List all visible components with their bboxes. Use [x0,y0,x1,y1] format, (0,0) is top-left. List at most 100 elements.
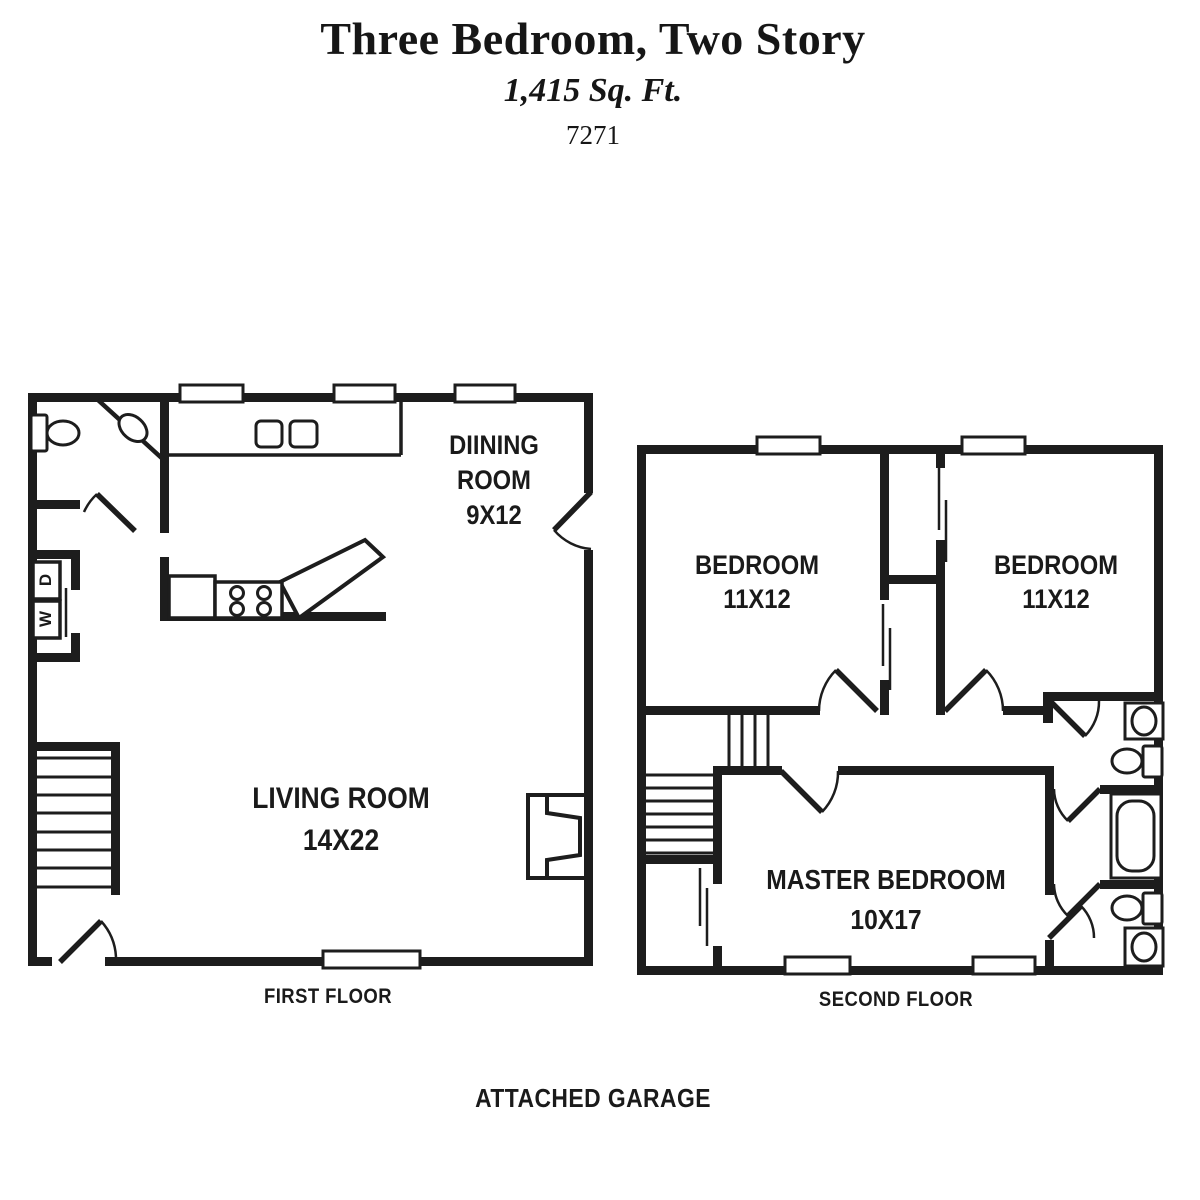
firebox-outline [545,795,582,878]
bedroom1-door-arc [817,669,837,712]
bathroom-door-arc [82,493,98,513]
master-bath-entry-arc [1080,905,1096,939]
sink-icon [117,413,149,443]
stove-icon [213,580,284,620]
washer-box [31,599,62,640]
fireplace-outline [526,793,590,880]
second-floor-doors [779,668,1102,940]
kitchen-island [167,537,387,621]
master-bathroom [1110,891,1165,968]
toilet-bowl-icon [1110,747,1144,775]
kitchen-counter [168,402,403,457]
window-icon [960,435,1027,456]
toilet-tank-icon [1141,744,1164,779]
toilet-tank-icon [1141,891,1164,926]
slider-line [937,468,948,562]
dining-door-leaf [552,490,593,532]
square-footage: 1,415 Sq. Ft. [503,72,683,109]
dining-room-name-line1: DIINING [449,430,539,460]
burner-icon [229,601,245,617]
stair-treads-upper [727,715,770,766]
first-floor-plan [28,383,593,970]
master-bedroom-name: MASTER BEDROOM [766,864,1006,895]
first-floor-doors [58,490,593,964]
sink-icon [1130,931,1158,963]
page-title: Three Bedroom, Two Story [320,13,866,64]
window-icon [453,383,517,404]
kitchen-sink-icon [288,419,319,449]
hall-bath-door-arc [1084,700,1101,737]
hall-bath-door-leaf [1048,699,1087,738]
master-door-arc [821,770,840,813]
fridge-icon [167,574,217,620]
dryer-box [31,560,62,601]
dining-room-dims: 9X12 [466,500,522,530]
stair-treads [37,756,111,889]
second-floor-plan [637,435,1165,976]
toilet-tank-icon [29,413,49,453]
bathroom-door-leaf [95,492,137,533]
angled-counter [277,537,387,621]
burner-icon [256,585,272,601]
hall-bathroom [1110,701,1165,779]
bathtub-icon [1115,799,1156,873]
tub-room-door-arc [1052,788,1069,822]
bedroom2-label: BEDROOM 11X12 [994,548,1118,616]
window-icon [783,955,852,976]
living-room-name: LIVING ROOM [252,782,430,815]
fireplace-icon [526,793,590,880]
master-bath-door-arc [1052,883,1069,917]
window-icon [321,949,422,970]
bedroom1-dims: 11X12 [723,584,791,614]
bedroom2-door-leaf [943,668,988,713]
front-door-arc [100,920,118,958]
tub-room-door-leaf [1066,787,1102,823]
bedroom2-name: BEDROOM [993,550,1119,580]
living-room-dims: 14X22 [302,824,380,857]
living-room-label: LIVING ROOM 14X22 [252,778,429,862]
front-door-leaf [58,919,103,964]
bedroom2-dims: 11X12 [1022,584,1090,614]
sink-icon [1130,705,1158,737]
master-door-leaf [779,769,824,814]
dining-room-name-line2: ROOM [457,465,531,495]
toilet-bowl-icon [45,419,81,447]
closet-sliding-doors [698,468,948,946]
staircase-second-floor [646,715,770,855]
bedroom1-name: BEDROOM [694,550,820,580]
second-floor-windows [755,435,1037,976]
first-floor-windows [178,383,517,970]
attached-garage-caption: ATTACHED GARAGE [475,1083,711,1113]
toilet-bowl-icon [1110,894,1144,922]
dining-door-arc [553,529,592,551]
window-icon [332,383,397,404]
bedroom2-door-arc [985,669,1005,712]
slider-line [881,604,892,690]
stair-treads-lower [646,773,713,855]
tub-room [1109,792,1163,880]
counter-edge [168,402,403,457]
window-icon [178,383,245,404]
dryer-letter: D [36,573,55,587]
burner-icon [229,585,245,601]
plan-number: 7271 [566,120,620,150]
master-bedroom-dims: 10X17 [850,904,922,935]
kitchen-sink-icon [254,419,284,449]
second-floor-caption: SECOND FLOOR [818,988,974,1011]
bedroom1-label: BEDROOM 11X12 [695,548,819,616]
staircase-first-floor [37,756,111,889]
window-icon [971,955,1037,976]
second-floor-walls [637,445,1163,975]
bedroom1-door-leaf [834,668,879,713]
window-icon [755,435,822,456]
first-floor-bathroom [29,413,149,453]
slider-line [698,868,709,946]
master-bedroom-label: MASTER BEDROOM 10X17 [766,860,1006,940]
first-floor-caption: FIRST FLOOR [263,985,393,1008]
laundry-closet [31,560,68,640]
washer-letter: W [36,610,55,628]
dining-room-label: DIINING ROOM 9X12 [449,428,539,533]
master-bath-entry-leaf [1047,904,1083,940]
